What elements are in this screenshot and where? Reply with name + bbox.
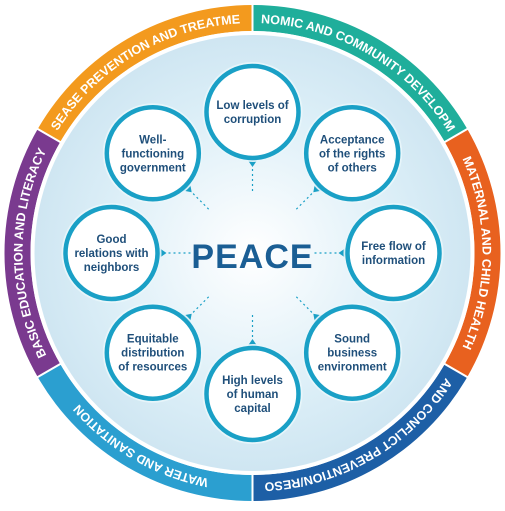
node-label-line: distribution — [121, 348, 184, 360]
node-label-line: Good — [96, 234, 126, 246]
ring-divider — [36, 127, 62, 144]
node-label-line: environment — [318, 362, 387, 374]
pillar-node: Well-functioning government — [102, 103, 203, 204]
node-label-line: Low levels of — [216, 100, 288, 112]
center-label: PEACE — [191, 238, 313, 276]
node-circle — [204, 345, 301, 443]
node-label-line: corruption — [224, 114, 282, 126]
ring-segment — [444, 129, 501, 377]
node-label-line: neighbors — [84, 262, 140, 274]
pillar-node: Acceptance of the rights of others — [302, 103, 403, 204]
node-circle — [303, 304, 401, 401]
node-label-line: Sound — [334, 334, 370, 346]
node-circle — [345, 204, 442, 302]
pillar-node: Free flow of information — [343, 203, 444, 303]
node-label-line: government — [120, 162, 186, 174]
node-circle — [303, 105, 401, 202]
node-label-line: Well- — [139, 134, 166, 146]
node-label-line: of resources — [118, 362, 187, 374]
node-label-line: High levels — [222, 375, 283, 387]
node-label-line: Equitable — [127, 334, 179, 346]
node-label-line: capital — [234, 403, 270, 415]
node-label-line: business — [327, 348, 377, 360]
node-label-line: functioning — [122, 148, 185, 160]
node-circle — [104, 304, 202, 401]
ring-divider — [36, 362, 62, 379]
ring-segment — [37, 5, 253, 142]
ring-segment — [252, 5, 468, 142]
ring-segment — [4, 129, 61, 377]
ring-segment — [252, 364, 468, 501]
node-circle — [104, 105, 202, 202]
pillar-node: Equitable distribution of resources — [102, 302, 203, 403]
node-label-line: of human — [227, 389, 279, 401]
pillar-node: Low levels of corruption — [202, 62, 303, 162]
node-label-line: of the rights — [319, 148, 385, 160]
ring-divider — [443, 127, 469, 144]
node-label-line: of others — [328, 162, 377, 174]
node-label-line: information — [362, 255, 425, 267]
node-circle — [63, 204, 160, 302]
node-label-line: relations with — [74, 248, 148, 260]
ring-divider — [443, 362, 469, 379]
pillar-node: High levels of human capital — [202, 344, 303, 444]
pillar-node: Sound business environment — [302, 302, 403, 403]
node-label-line: Free flow of — [361, 241, 426, 253]
pillar-node: Good relations with neighbors — [61, 203, 162, 303]
node-circle — [204, 63, 301, 161]
node-label-line: Acceptance — [320, 134, 385, 146]
ring-segment — [37, 364, 253, 501]
